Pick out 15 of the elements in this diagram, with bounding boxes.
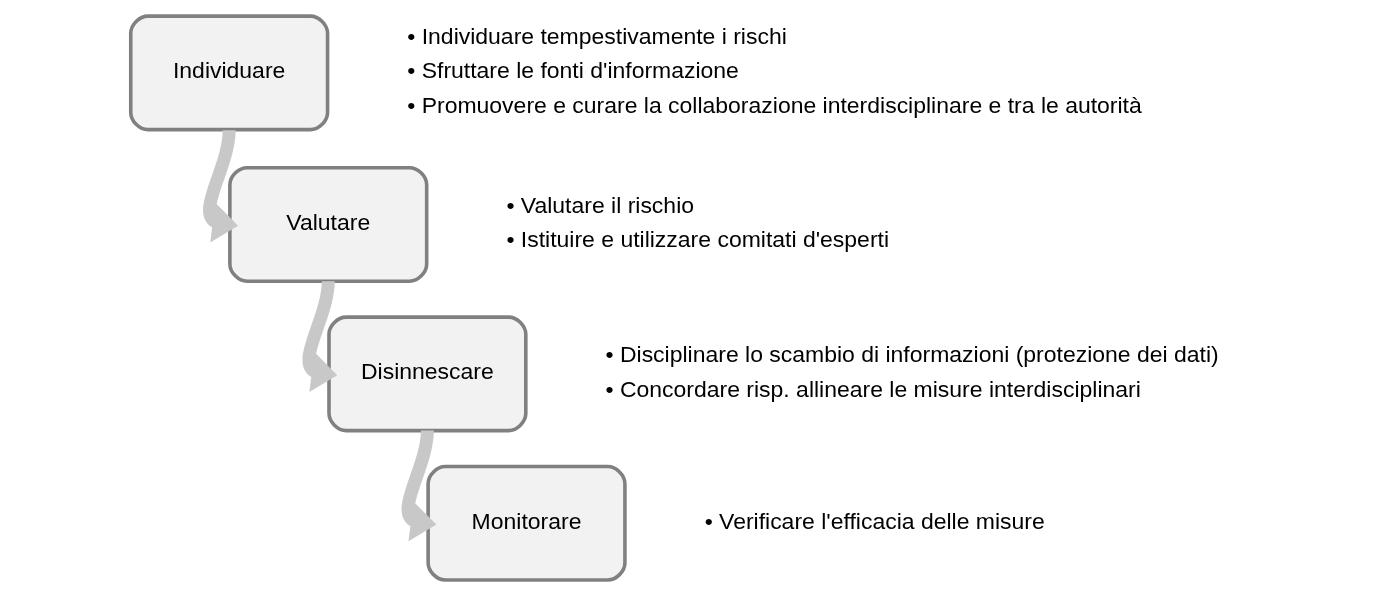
node-label: • Concordare risp. allineare le misure interdisciplinari: [605, 375, 1141, 402]
node-label: • Verificare l'efficacia delle misure: [704, 507, 1045, 534]
node-label: • Istituire e utilizzare comitati d'esperti: [506, 226, 890, 253]
node-box: Disinnescare: [327, 315, 528, 433]
node-box: Individuare: [128, 14, 330, 132]
arrow: [302, 280, 338, 392]
arrow: [401, 430, 437, 542]
node-label: • Promuovere e curare la collaborazione interdisciplinare e tra le autorità: [407, 91, 1142, 118]
node-label: • Individuare tempestivamente i rischi: [407, 22, 787, 49]
arrow: [203, 129, 239, 243]
node-box: Valutare: [228, 165, 429, 283]
node-label: • Sfruttare le fonti d'informazione: [407, 57, 739, 84]
node-box: Monitorare: [426, 464, 627, 582]
node-label: • Disciplinare lo scambio di informazioni (protezione dei dati): [605, 341, 1219, 368]
node-label: • Valutare il rischio: [506, 191, 695, 218]
